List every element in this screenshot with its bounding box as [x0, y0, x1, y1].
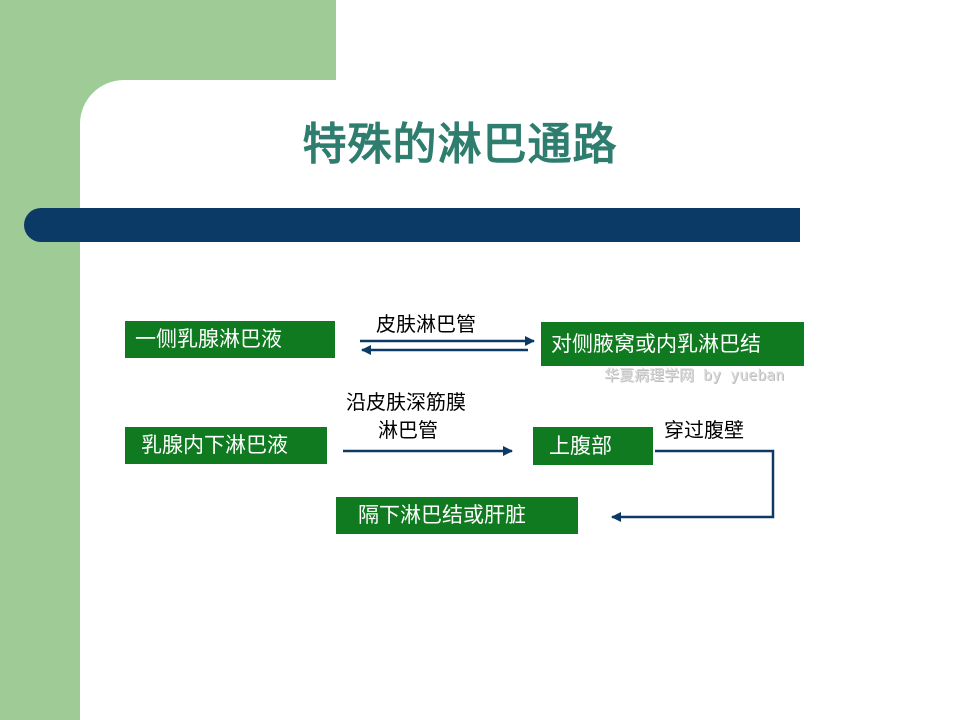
edge-label-skin-lymph: 皮肤淋巴管	[376, 312, 476, 336]
node-label: 上腹部	[549, 433, 612, 458]
node-label: 一侧乳腺淋巴液	[135, 327, 282, 351]
edge-label-fascia-line1: 沿皮肤深筋膜	[346, 390, 466, 414]
node-label: 对侧腋窝或内乳淋巴结	[551, 331, 761, 356]
node-label: 乳腺内下淋巴液	[141, 433, 288, 457]
edge-label-through-wall: 穿过腹壁	[664, 418, 744, 442]
node-subdiaphragm-liver: 隔下淋巴结或肝脏	[336, 497, 578, 534]
node-contralateral-node: 对侧腋窝或内乳淋巴结	[541, 322, 804, 366]
node-label: 隔下淋巴结或肝脏	[358, 503, 526, 527]
node-inner-lower-lymph: 乳腺内下淋巴液	[125, 427, 327, 464]
top-green-band	[80, 0, 336, 80]
accent-bar	[24, 208, 800, 242]
arrow-elbow	[611, 449, 775, 522]
edge-label-fascia-line2: 淋巴管	[378, 418, 438, 442]
node-upper-abdomen: 上腹部	[533, 427, 653, 465]
left-green-band	[0, 0, 80, 720]
node-one-side-lymph: 一侧乳腺淋巴液	[125, 321, 335, 358]
slide-title: 特殊的淋巴通路	[302, 119, 618, 170]
watermark: 华夏病理学网 by yueban	[604, 366, 785, 384]
